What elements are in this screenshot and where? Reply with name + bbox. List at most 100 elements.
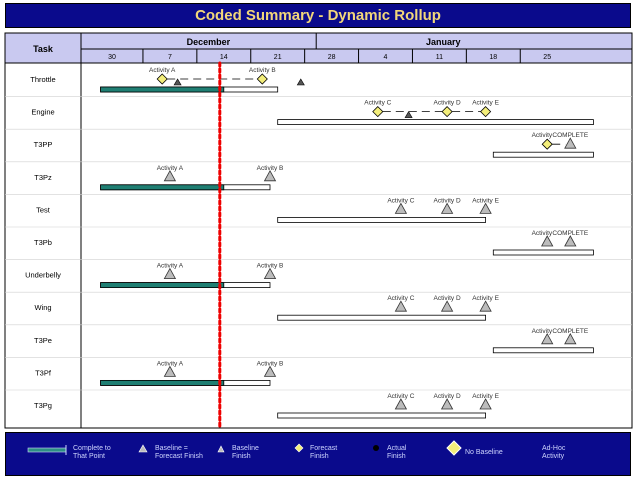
task-name: T3PP (34, 140, 53, 149)
milestone-triangle (564, 332, 577, 345)
milestone-triangle (394, 398, 408, 410)
task-column-header: Task (33, 44, 54, 54)
month-label: January (426, 37, 461, 47)
legend-complete-label: Complete to That Point (73, 445, 111, 460)
milestone-label: Activity A (157, 263, 184, 270)
milestone-triangle (163, 267, 177, 280)
legend-baseline-finish-label: Baseline Finish (232, 445, 259, 460)
milestone-label: Activity A (157, 165, 184, 172)
week-tick-label: 7 (168, 54, 172, 61)
chart-frame (4, 32, 633, 429)
milestone-label: Activity C (387, 393, 414, 400)
week-tick-label: 14 (220, 54, 228, 61)
milestone-triangle (479, 300, 492, 312)
task-bar (277, 412, 487, 419)
task-name: T3Pg (34, 401, 52, 410)
baseline-finish-marker (296, 78, 305, 86)
milestone-label: Activity E (472, 100, 499, 107)
milestone-label: COMPLETE (552, 230, 588, 237)
week-tick-label: 11 (436, 54, 443, 61)
task-bar (492, 249, 594, 256)
milestone-triangle (263, 365, 277, 377)
forecast-diamond (372, 106, 384, 118)
milestone-triangle (440, 202, 454, 214)
milestone-label: Activity (532, 328, 553, 335)
milestone-label: Activity B (257, 263, 284, 270)
milestone-label: COMPLETE (552, 132, 588, 139)
legend-no-baseline-diamond (446, 440, 462, 456)
legend-actual-dot (373, 445, 379, 451)
title-bar: Coded Summary - Dynamic Rollup (5, 3, 631, 28)
milestone-triangle (564, 137, 577, 149)
task-bar (492, 151, 594, 158)
legend-baseline-eq-label: Baseline = Forecast Finish (155, 445, 203, 460)
task-bar (277, 314, 487, 321)
milestone-triangle (263, 267, 277, 280)
week-tick-label: 21 (274, 54, 282, 61)
milestone-label: Activity C (387, 295, 414, 302)
legend-baseline-icon (217, 445, 225, 453)
legend-triangle-icon (138, 444, 148, 453)
milestone-triangle (163, 169, 177, 182)
milestone-label: Activity E (472, 197, 499, 204)
task-name: T3Pf (35, 368, 52, 377)
legend-symbols (27, 440, 462, 456)
milestone-label: Activity (532, 230, 553, 237)
milestone-label: Activity A (149, 67, 176, 74)
progress-bar (100, 282, 225, 289)
task-name: Test (36, 205, 51, 214)
forecast-diamond (441, 106, 453, 118)
milestone-triangle (263, 169, 277, 182)
milestone-label: Activity B (249, 67, 276, 74)
task-name: Engine (31, 108, 54, 117)
legend-progress-swatch (27, 447, 67, 453)
task-bar (277, 216, 487, 223)
forecast-diamond (480, 106, 492, 118)
baseline-finish-marker (173, 78, 182, 86)
milestone-label: Activity B (257, 360, 284, 367)
progress-bar (100, 184, 225, 191)
milestone-label: Activity D (434, 295, 461, 302)
forecast-diamond (541, 138, 553, 150)
milestone-triangle (541, 235, 554, 247)
milestone-label: Activity C (364, 100, 391, 107)
milestone-label: Activity A (157, 360, 184, 367)
legend-bar: Complete to That Point Baseline = Foreca… (5, 432, 631, 476)
month-label: December (187, 37, 231, 47)
legend-actual-finish-label: Actual Finish (387, 445, 407, 460)
task-name: T3Pb (34, 238, 52, 247)
milestone-triangle (479, 202, 492, 214)
milestone-label: Activity E (472, 393, 499, 400)
week-tick-label: 30 (108, 54, 116, 61)
legend-no-baseline-label: No Baseline (465, 449, 503, 456)
milestone-triangle (479, 398, 492, 410)
task-name: T3Pe (34, 336, 52, 345)
milestone-label: Activity B (257, 165, 284, 172)
task-bar (277, 119, 594, 125)
legend-forecast-finish-label: Forecast Finish (310, 445, 338, 460)
milestone-triangle (163, 365, 177, 377)
milestone-label: Activity D (434, 393, 461, 400)
milestone-triangle (564, 235, 577, 247)
week-tick-label: 4 (384, 54, 388, 61)
header-band (4, 32, 633, 64)
week-tick-label: 25 (543, 54, 551, 61)
milestone-triangle (541, 332, 554, 345)
milestone-label: COMPLETE (552, 328, 588, 335)
forecast-diamond (256, 73, 268, 85)
baseline-finish-marker (404, 111, 413, 118)
milestone-triangle (394, 202, 408, 214)
progress-bar (100, 86, 225, 93)
milestone-label: Activity E (472, 295, 499, 302)
milestone-label: Activity (532, 132, 553, 139)
milestone-label: Activity C (387, 197, 414, 204)
milestone-label: Activity D (434, 100, 461, 107)
milestone-label: Activity D (434, 197, 461, 204)
week-tick-label: 18 (489, 54, 497, 61)
milestone-triangle (440, 300, 454, 312)
progress-bar (100, 379, 225, 386)
task-name: Throttle (30, 75, 55, 84)
week-tick-label: 28 (328, 54, 336, 61)
milestone-triangle (440, 398, 454, 410)
task-name: T3Pz (34, 173, 52, 182)
